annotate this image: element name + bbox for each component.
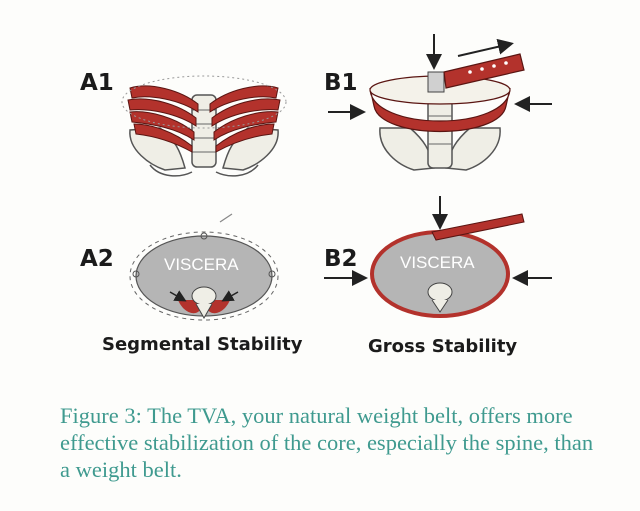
a1-pelvis-illustration bbox=[121, 75, 287, 177]
panel-label-a1: A1 bbox=[80, 70, 114, 96]
subcaption-gross-stability: Gross Stability bbox=[368, 336, 518, 357]
a2-cross-section bbox=[129, 213, 279, 321]
viscera-label-b2: VISCERA bbox=[400, 253, 475, 272]
b2-cross-section bbox=[324, 196, 552, 318]
figure-caption: Figure 3: The TVA, your natural weight b… bbox=[60, 403, 594, 482]
panel-label-b1: B1 bbox=[324, 70, 358, 96]
viscera-label-a2: VISCERA bbox=[164, 255, 239, 274]
panel-label-b2: B2 bbox=[324, 246, 358, 272]
subcaption-segmental-stability: Segmental Stability bbox=[102, 334, 303, 355]
b1-weight-belt-illustration bbox=[328, 34, 552, 171]
anatomy-illustration bbox=[121, 34, 552, 321]
panel-label-a2: A2 bbox=[80, 246, 114, 272]
